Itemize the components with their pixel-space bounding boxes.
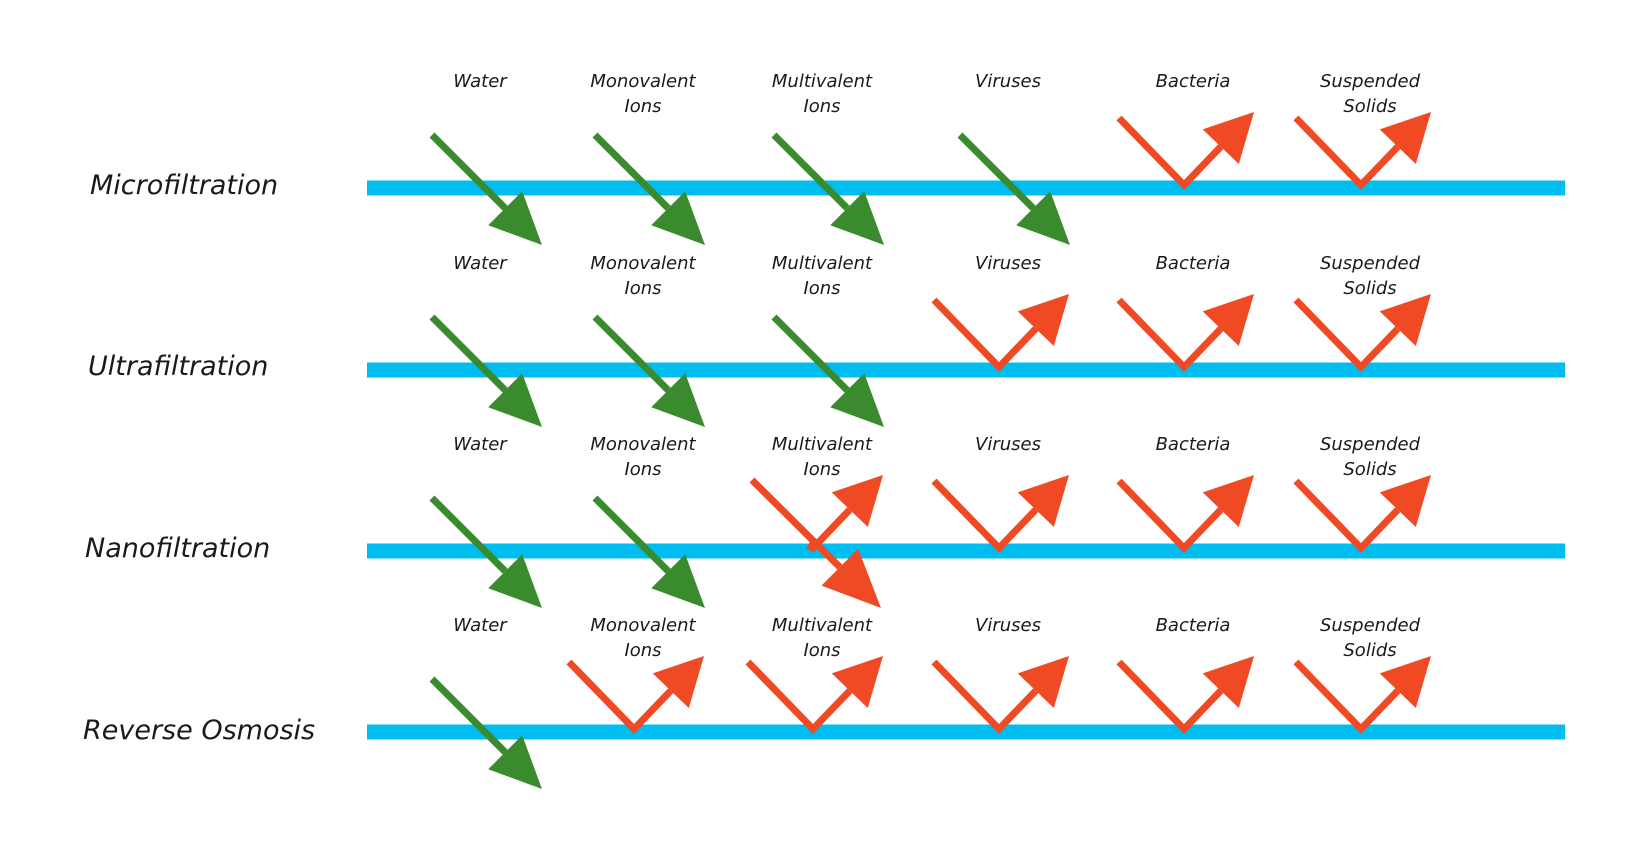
contaminant-label: Monovalent xyxy=(590,434,696,455)
contaminant-label: Bacteria xyxy=(1156,253,1231,274)
contaminant-label: Water xyxy=(453,253,508,274)
pass-arrow-icon xyxy=(592,132,705,245)
reject-arrow-icon xyxy=(1116,475,1254,554)
reject-arrow-icon xyxy=(931,656,1069,735)
contaminant-label: Viruses xyxy=(975,71,1041,92)
process-label: Ultrafiltration xyxy=(88,351,268,382)
reject-arrow-icon xyxy=(1293,112,1431,191)
contaminant-label: Solids xyxy=(1343,459,1396,480)
pass-arrow-icon xyxy=(429,314,542,427)
contaminant-label: Water xyxy=(453,434,508,455)
contaminant-label: Monovalent xyxy=(590,71,696,92)
contaminant-label: Viruses xyxy=(975,253,1041,274)
reject-arrow-icon xyxy=(1293,475,1431,554)
reject-arrow-icon xyxy=(931,475,1069,554)
pass-arrow-icon xyxy=(592,314,705,427)
contaminant-label: Ions xyxy=(624,278,661,299)
reject-arrow-icon xyxy=(566,656,704,735)
pass-arrow-icon xyxy=(771,132,884,245)
contaminant-label: Monovalent xyxy=(590,253,696,274)
contaminant-label: Water xyxy=(453,615,508,636)
contaminant-label: Ions xyxy=(624,96,661,117)
contaminant-label: Bacteria xyxy=(1156,71,1231,92)
membrane-line xyxy=(367,180,1565,196)
contaminant-label: Monovalent xyxy=(590,615,696,636)
process-label: Microfiltration xyxy=(90,170,278,201)
contaminant-label: Suspended xyxy=(1320,71,1421,92)
pass-arrow-icon xyxy=(429,495,542,608)
contaminant-label: Multivalent xyxy=(772,434,873,455)
reject-arrow-icon xyxy=(1293,294,1431,373)
contaminant-label: Suspended xyxy=(1320,253,1421,274)
contaminant-label: Multivalent xyxy=(772,71,873,92)
contaminant-label: Ions xyxy=(624,640,661,661)
contaminant-label: Solids xyxy=(1343,96,1396,117)
contaminant-label: Solids xyxy=(1343,278,1396,299)
contaminant-label: Ions xyxy=(803,459,840,480)
reject-arrow-icon xyxy=(1116,112,1254,191)
contaminant-label: Ions xyxy=(803,278,840,299)
contaminant-label: Viruses xyxy=(975,434,1041,455)
membrane-line xyxy=(367,362,1565,378)
pass-arrow-icon xyxy=(592,495,705,608)
pass-arrow-icon xyxy=(957,132,1070,245)
contaminant-label: Suspended xyxy=(1320,615,1421,636)
process-label: Nanofiltration xyxy=(85,533,270,564)
pass-arrow-icon xyxy=(771,314,884,427)
contaminant-label: Solids xyxy=(1343,640,1396,661)
reject-arrow-icon xyxy=(931,294,1069,373)
contaminant-label: Viruses xyxy=(975,615,1041,636)
contaminant-label: Ions xyxy=(803,640,840,661)
contaminant-label: Suspended xyxy=(1320,434,1421,455)
membrane-line xyxy=(367,543,1565,559)
reject-arrow-icon xyxy=(1116,656,1254,735)
reject-arrow-icon xyxy=(1116,294,1254,373)
process-label: Reverse Osmosis xyxy=(83,715,315,746)
contaminant-label: Ions xyxy=(624,459,661,480)
contaminant-label: Multivalent xyxy=(772,253,873,274)
membrane-line xyxy=(367,724,1565,740)
reject-arrow-icon xyxy=(1293,656,1431,735)
contaminant-label: Multivalent xyxy=(772,615,873,636)
pass-arrow-icon xyxy=(429,132,542,245)
contaminant-label: Bacteria xyxy=(1156,615,1231,636)
partial-arrow-icon xyxy=(749,475,883,608)
reject-arrow-icon xyxy=(745,656,883,735)
contaminant-label: Bacteria xyxy=(1156,434,1231,455)
contaminant-label: Water xyxy=(453,71,508,92)
pass-arrow-icon xyxy=(429,676,542,789)
contaminant-label: Ions xyxy=(803,96,840,117)
